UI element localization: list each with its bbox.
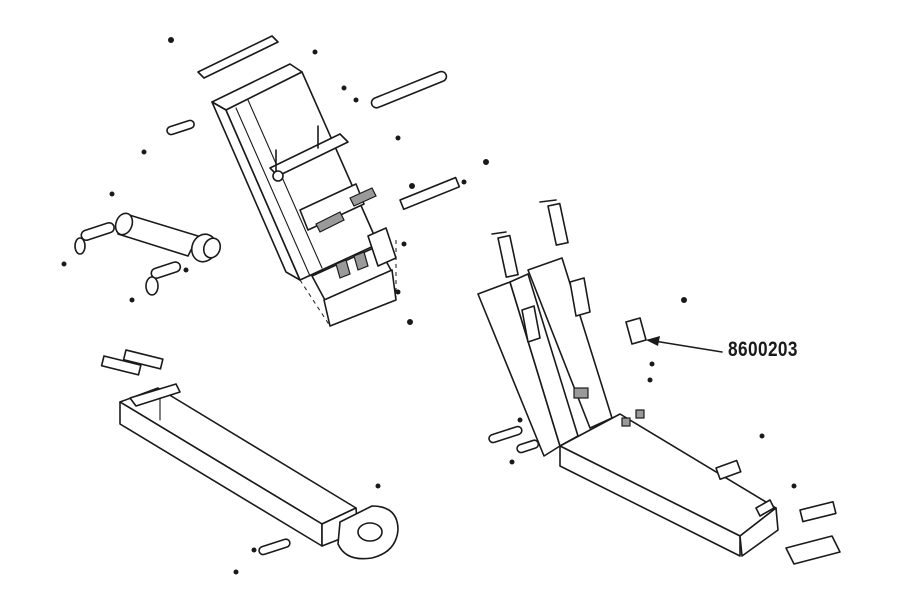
boom-end-right: [739, 507, 779, 557]
callout-plate: [625, 317, 647, 345]
short-pin: [166, 119, 195, 136]
tow-pin: [258, 538, 291, 556]
sleeve-right: [547, 202, 569, 246]
boom-top-face: [119, 387, 357, 525]
part-number-callout: 8600203: [728, 338, 798, 361]
callout-leader: [647, 339, 723, 353]
long-pin: [370, 70, 448, 109]
right-pin: [488, 425, 523, 444]
right-boom-assembly: [477, 199, 841, 565]
upper-hardware: [141, 37, 489, 325]
bolt-lower: [150, 261, 182, 280]
lower-left-boom: [100, 349, 399, 575]
upper-mast-assembly: [197, 35, 397, 327]
end-pad: [799, 500, 837, 523]
slide-pad-1: [100, 355, 142, 376]
link-bar: [399, 176, 461, 211]
end-plate: [785, 535, 841, 565]
sleeve-left: [497, 234, 519, 278]
tow-eye-hole: [357, 522, 383, 542]
bolt-upper: [80, 221, 115, 242]
column-window: [299, 183, 365, 231]
slide-pad-2: [122, 349, 164, 370]
roller-assembly: [61, 191, 222, 303]
top-cap-plate: [197, 35, 279, 79]
